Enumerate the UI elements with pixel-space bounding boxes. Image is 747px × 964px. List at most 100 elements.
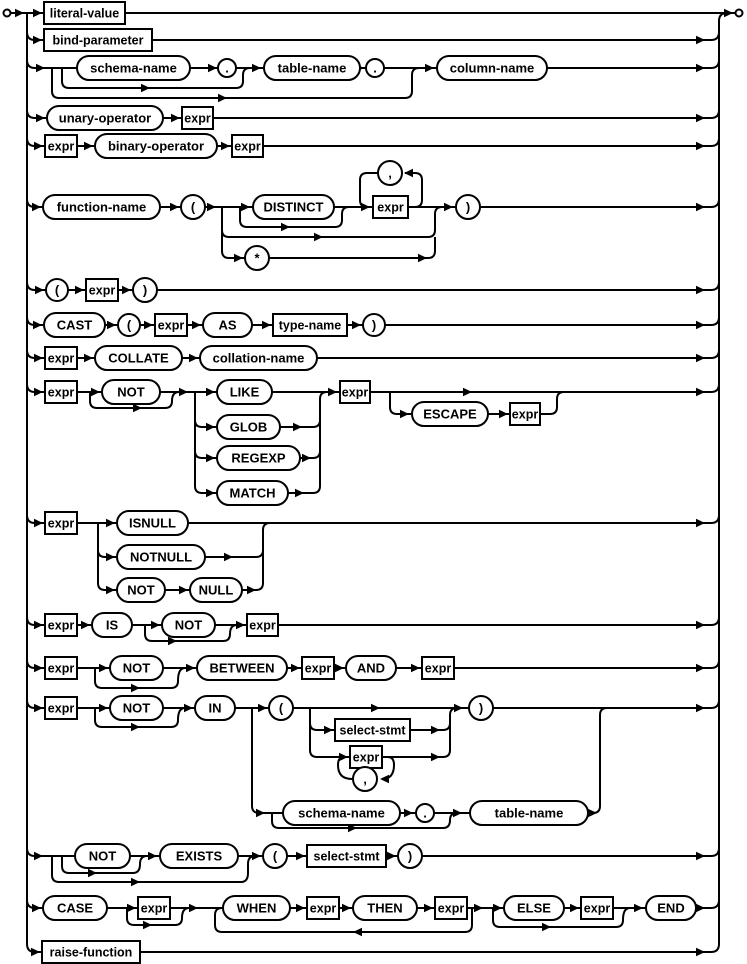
arrowhead-icon [328, 387, 337, 397]
node-expr[interactable]: expr [181, 106, 214, 130]
node-expr[interactable]: expr [44, 380, 78, 404]
arrowhead-icon [696, 703, 705, 713]
arrowhead-icon [144, 320, 153, 330]
node-shape [436, 55, 548, 81]
arrowhead-icon [168, 636, 177, 646]
node-expr[interactable]: expr [44, 613, 78, 637]
node-expr[interactable]: expr [137, 896, 171, 920]
node-label: expr [48, 140, 75, 154]
node-expr[interactable]: expr [44, 346, 78, 370]
node-expr[interactable]: expr [44, 656, 78, 680]
node-shape [244, 245, 270, 271]
node-label: table-name [495, 806, 564, 821]
node-label: expr [158, 319, 185, 333]
node-expr[interactable]: expr [306, 896, 340, 920]
node-label: expr [438, 902, 465, 916]
arrowhead-icon [179, 585, 188, 595]
node-shape [217, 58, 237, 78]
node-rparen: ) [397, 843, 423, 869]
node-shape [101, 379, 161, 405]
node-select-stmt[interactable]: select-stmt [306, 844, 387, 868]
node-shape [469, 800, 589, 826]
node-expr[interactable]: expr [301, 656, 335, 680]
node-bind-parameter[interactable]: bind-parameter [43, 28, 153, 52]
arrowhead-icon [33, 320, 42, 330]
node-label: ) [479, 701, 483, 716]
arrowhead-icon [189, 903, 198, 913]
node-expr[interactable]: expr [85, 278, 119, 302]
node-label: expr [141, 902, 168, 916]
node-label: ( [191, 200, 196, 215]
node-label: , [388, 166, 392, 181]
node-shape [45, 278, 69, 302]
node-shape [44, 656, 78, 680]
node-expr[interactable]: expr [154, 313, 188, 337]
node-shape [645, 895, 697, 921]
node-label: . [423, 806, 427, 821]
node-expr[interactable]: expr [434, 896, 468, 920]
node-label: GLOB [230, 420, 268, 435]
arrowhead-icon [463, 387, 472, 397]
node-shape [411, 401, 489, 427]
arrowhead-icon [295, 488, 304, 498]
node-expr[interactable]: expr [372, 195, 409, 219]
node-rparen: ) [455, 194, 481, 220]
node-is: IS [91, 612, 133, 638]
node-raise-function[interactable]: raise-function [41, 940, 141, 964]
node-shape [199, 345, 318, 371]
node-label: EXISTS [176, 849, 223, 864]
node-shape [94, 345, 183, 371]
node-collate: COLLATE [94, 345, 183, 371]
node-rparen: ) [132, 277, 158, 303]
arrowhead-icon [425, 63, 434, 73]
node-expr[interactable]: expr [44, 134, 78, 158]
arrowhead-icon [32, 202, 41, 212]
node-column-name: column-name [436, 55, 548, 81]
node-select-stmt[interactable]: select-stmt [334, 718, 411, 742]
arrowhead-icon [696, 620, 705, 630]
arrowhead-icon [424, 903, 433, 913]
end-terminal-icon [734, 8, 744, 18]
node-as: AS [202, 312, 253, 338]
node-schema-name: schema-name [76, 55, 191, 81]
arrowhead-icon [400, 409, 409, 419]
node-shape [252, 194, 335, 220]
node-shape [352, 766, 378, 792]
node-table-name: table-name [263, 55, 361, 81]
node-label: select-stmt [340, 724, 407, 738]
node-literal-value[interactable]: literal-value [43, 1, 126, 25]
node-expr[interactable]: expr [509, 402, 541, 426]
node-shape [455, 194, 481, 220]
node-expr[interactable]: expr [44, 511, 78, 535]
node-shape [74, 843, 131, 869]
arrowhead-icon [411, 663, 420, 673]
node-expr[interactable]: expr [231, 134, 264, 158]
node-expr[interactable]: expr [580, 896, 614, 920]
node-expr[interactable]: expr [349, 745, 383, 769]
node-shape [181, 106, 214, 130]
node-type-name[interactable]: type-name [272, 313, 348, 337]
node-shape [189, 577, 243, 603]
arrowhead-icon [34, 141, 43, 151]
arrowhead-icon [148, 851, 157, 861]
node-expr[interactable]: expr [339, 380, 371, 404]
node-expr[interactable]: expr [246, 613, 279, 637]
node-shape [44, 613, 78, 637]
node-label: bind-parameter [53, 34, 144, 48]
node-shape [216, 414, 281, 440]
node-label: type-name [279, 319, 342, 333]
node-shape [272, 313, 348, 337]
node-exists: EXISTS [159, 843, 239, 869]
node-expr[interactable]: expr [44, 696, 78, 720]
arrowhead-icon [335, 663, 344, 673]
arrowhead-icon [131, 722, 140, 732]
arrowhead-icon [404, 168, 413, 178]
arrowhead-icon [106, 552, 115, 562]
node-shape [137, 896, 171, 920]
node-schema-name: schema-name [282, 800, 401, 826]
arrowhead-icon [588, 808, 597, 818]
arrowhead-icon [84, 141, 93, 151]
node-expr[interactable]: expr [421, 656, 455, 680]
